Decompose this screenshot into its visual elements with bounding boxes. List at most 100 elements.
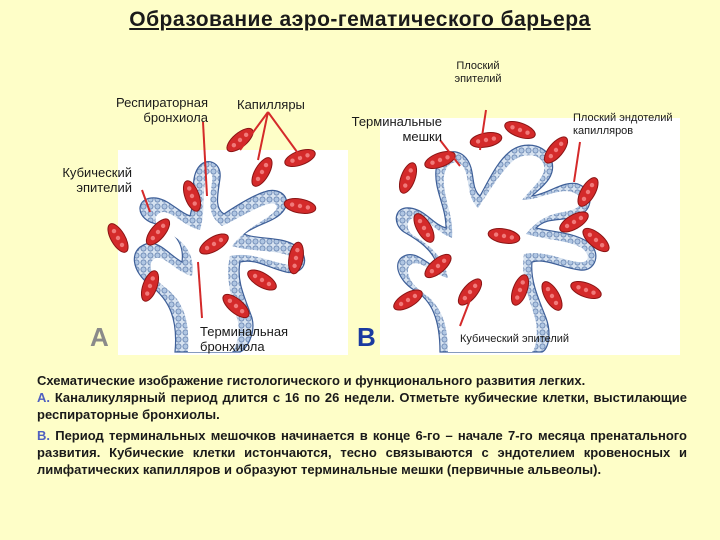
blood-cell [589, 182, 595, 188]
blood-cell [587, 232, 593, 238]
blood-cell [591, 290, 596, 295]
blood-cell [405, 175, 411, 181]
blood-cell [259, 277, 265, 283]
panel-b-letter: B [357, 322, 376, 352]
blood-cell [218, 237, 224, 243]
blood-cell [578, 215, 584, 221]
blood-cell [475, 139, 481, 144]
caption-a: А. Каналикулярный период длится с 16 по … [37, 389, 687, 423]
caption-b: В. Период терминальных мешочков начинает… [37, 427, 687, 478]
blood-cell [510, 125, 515, 130]
blood-cell [398, 301, 404, 307]
caption-a-text: Каналикулярный период длится с 16 по 26 … [37, 390, 687, 422]
blood-cell [189, 193, 195, 199]
blood-cell [266, 281, 272, 287]
blood-cell [517, 287, 523, 293]
caption-b-text: Период терминальных мешочков начинается … [37, 428, 687, 477]
label-terminal-bronchiole-line2: бронхиола [200, 339, 265, 354]
blood-cell [290, 158, 295, 163]
blood-cell [263, 162, 269, 168]
blood-cell [501, 233, 507, 239]
label-cuboidal-epithelium-line1: Кубический [62, 165, 132, 180]
blood-cell [421, 225, 427, 231]
blood-cell [405, 297, 411, 303]
bronchiole-a [133, 161, 306, 353]
blood-cell [233, 303, 239, 309]
blood-cell [581, 196, 587, 202]
blood-cell [111, 228, 117, 234]
blood-cell [548, 153, 554, 159]
label-capillaries: Капилляры [237, 97, 305, 112]
blood-cell [517, 127, 523, 133]
bronchiole-b [395, 144, 597, 353]
blood-cell [403, 183, 408, 188]
blood-cell [472, 283, 478, 289]
blood-cell [227, 298, 233, 304]
blood-cell [430, 160, 435, 165]
blood-cell [259, 169, 265, 175]
label-flat-epithelium-line2: эпителий [454, 73, 502, 85]
blood-cell [145, 291, 150, 296]
blood-cell [305, 153, 310, 158]
label-respiratory-bronchiole: Респираторная бронхиола [88, 95, 208, 125]
blood-cell [467, 289, 473, 295]
label-flat-epithelium: Плоский эпителий [440, 60, 516, 86]
blood-cell [412, 293, 418, 299]
label-cuboidal-epithelium-b: Кубический эпителий [460, 333, 570, 345]
blood-cell [437, 157, 443, 163]
blood-cell [553, 300, 559, 306]
blood-cell [441, 258, 447, 264]
blood-cell [483, 137, 489, 143]
label-cuboidal-epithelium: Кубический эпителий [32, 165, 132, 195]
blood-cell [155, 229, 161, 235]
label-terminal-bronchiole: Терминальная бронхиола [200, 324, 288, 354]
blood-cell [187, 186, 192, 191]
blood-cell [297, 155, 303, 161]
blood-cell [115, 235, 121, 241]
label-terminal-sacs: Терминальные мешки [320, 114, 442, 144]
blood-cell [520, 280, 525, 285]
blood-cell [583, 287, 589, 293]
blood-cell [305, 205, 311, 210]
blood-cell [525, 130, 530, 135]
label-flat-epithelium-line1: Плоский [456, 60, 500, 72]
blood-cell [150, 235, 156, 241]
blood-cell [515, 295, 520, 300]
caption: Схематические изображение гистологическо… [37, 372, 687, 478]
blood-cell [425, 232, 431, 238]
capillaries [107, 120, 610, 319]
blood-cell [429, 268, 435, 274]
blood-cell [150, 276, 155, 281]
label-respiratory-bronchiole-line1: Респираторная [115, 95, 208, 110]
blood-cell [147, 283, 153, 289]
blood-cell [119, 242, 125, 248]
blood-cell [491, 136, 497, 141]
label-flat-endothelium-line2: капилляров [573, 125, 634, 137]
blood-cell [292, 263, 297, 269]
blood-cell [593, 237, 599, 243]
blood-cell [243, 132, 249, 138]
blood-cell [545, 286, 551, 292]
blood-cell [252, 273, 258, 279]
blood-cell [231, 142, 237, 148]
caption-intro: Схематические изображение гистологическо… [37, 373, 586, 388]
blood-cell [509, 235, 515, 240]
blood-cell [255, 176, 261, 182]
pointer-lines [141, 109, 581, 327]
label-flat-endothelium-line1: Плоский эндотелий [573, 112, 673, 124]
blood-cell [295, 247, 300, 253]
blood-cell [408, 168, 413, 173]
blood-cell [289, 202, 295, 207]
label-flat-endothelium: Плоский эндотелий капилляров [573, 112, 701, 138]
blood-cell [571, 219, 577, 225]
label-cuboidal-epithelium-line2: эпителий [76, 180, 132, 195]
page-title: Образование аэро-гематического барьера [129, 8, 591, 31]
blood-cell [576, 285, 581, 290]
label-terminal-bronchiole-line1: Терминальная [200, 324, 289, 339]
label-terminal-sacs-line1: Терминальные [351, 114, 442, 129]
caption-b-key: В. [37, 428, 50, 443]
blood-cell [493, 232, 499, 237]
blood-cell [211, 241, 217, 247]
blood-cell [417, 218, 423, 224]
